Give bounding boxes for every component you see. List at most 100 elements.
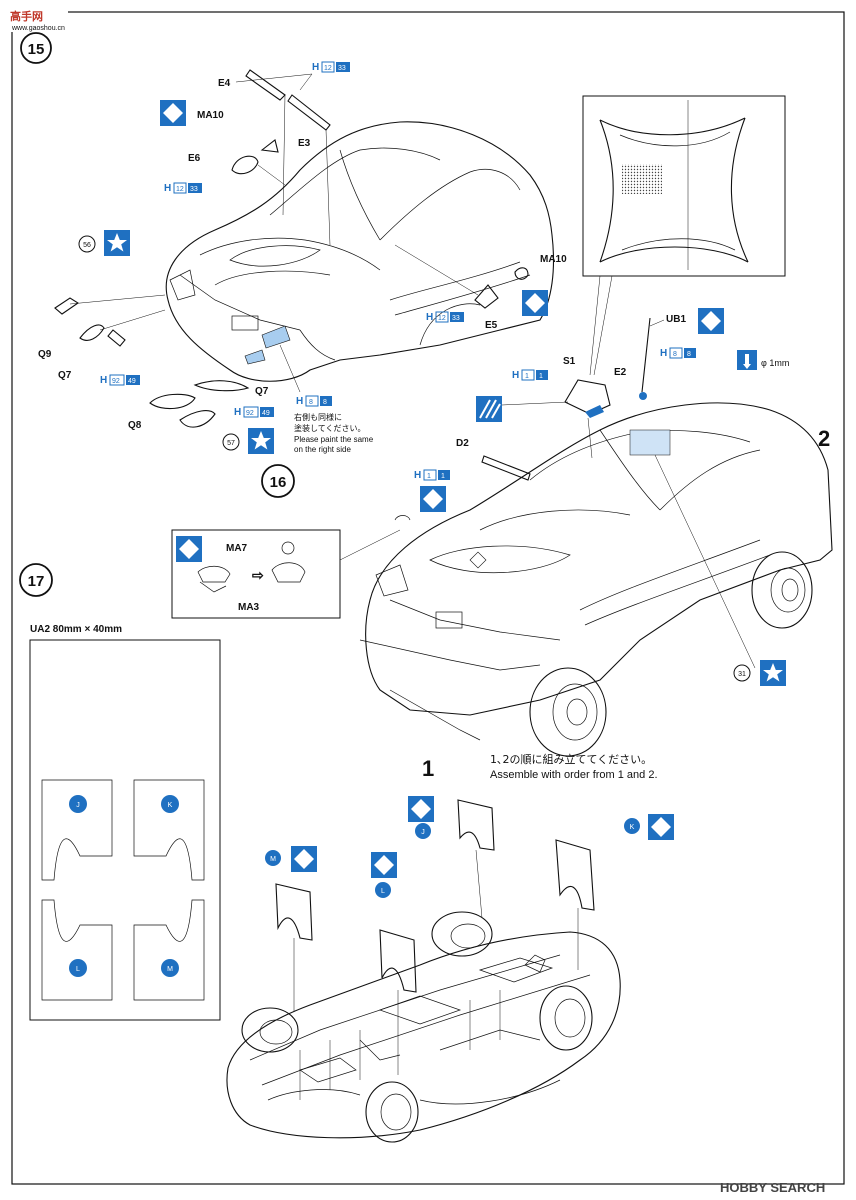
step-17-badge: 17: [19, 563, 53, 597]
svg-text:8: 8: [687, 351, 691, 358]
svg-text:12: 12: [324, 65, 332, 72]
part-E5-shape: [474, 284, 499, 309]
step15-car-body: [165, 121, 554, 382]
decal-L2: L: [375, 882, 391, 898]
order-mark-2: 2: [818, 426, 830, 451]
label-E6: E6: [188, 153, 201, 164]
part-Q7-strip: [193, 380, 250, 392]
badge-diamond-step16-a: [698, 308, 724, 334]
svg-text:H: H: [660, 348, 667, 359]
part-S1-blue: [585, 405, 604, 418]
svg-text:J: J: [421, 829, 425, 836]
label-E4: E4: [218, 78, 231, 89]
svg-text:M: M: [270, 856, 276, 863]
part-UB1-antenna: [641, 317, 651, 393]
svg-text:L: L: [381, 888, 385, 895]
part-Q7-shape-a: [79, 324, 105, 341]
svg-text:H: H: [426, 312, 433, 323]
decal-J: J: [69, 795, 87, 813]
badge-diamond-step15-a: [160, 100, 186, 126]
part-Q9-shape: [54, 297, 80, 315]
step17-wheel-c: [365, 1081, 419, 1143]
svg-text:8: 8: [323, 399, 327, 406]
svg-text:8: 8: [673, 351, 677, 358]
part-S1-scoop: [564, 379, 611, 415]
decal-57: 57: [222, 433, 240, 451]
badge-diamond-inset: [176, 536, 202, 562]
decal-J2: J: [415, 823, 431, 839]
svg-text:16: 16: [270, 474, 287, 491]
note-order-en: Assemble with order from 1 and 2.: [490, 769, 658, 781]
part-D2-wiper: [481, 455, 531, 481]
svg-text:H: H: [296, 396, 303, 407]
part-MA10-b-shape: [514, 267, 529, 280]
svg-text:H: H: [512, 370, 519, 381]
step17-car-underside: [226, 931, 621, 1139]
part-Q7-shape-b: [107, 329, 126, 347]
badge-diamond-step16-b: [420, 486, 446, 512]
label-E5: E5: [485, 320, 498, 331]
roof-detail-box: [582, 95, 786, 277]
step16-wheel-rear: [751, 551, 813, 629]
wiper-parts: [245, 69, 331, 246]
label-S1: S1: [563, 356, 576, 367]
paint-code-h92-49-a: H 92 49: [100, 374, 140, 386]
svg-text:⇨: ⇨: [252, 567, 264, 583]
svg-text:1: 1: [525, 373, 529, 380]
note-paint-right-jp-2: 塗装してください。: [294, 423, 366, 433]
svg-text:H: H: [414, 470, 421, 481]
note-paint-right-en-1: Please paint the same: [294, 435, 374, 444]
svg-text:92: 92: [246, 410, 254, 417]
badge-diamond-step17-m: [291, 846, 317, 872]
label-MA10-a: MA10: [197, 110, 224, 121]
step17-wheel-a: [241, 1007, 299, 1053]
label-E3: E3: [298, 138, 311, 149]
mudflap-K: [555, 839, 595, 911]
paint-code-h8-8-a: H 8 8: [296, 395, 332, 407]
badge-airbrush: [476, 396, 502, 422]
paint-code-h1-1-a: H 1 1: [512, 369, 548, 381]
label-E2: E2: [614, 367, 627, 378]
paint-code-h92-49-b: H 92 49: [234, 406, 274, 418]
badge-diamond-step17-j: [408, 796, 434, 822]
svg-text:33: 33: [190, 186, 198, 193]
label-MA7: MA7: [226, 543, 248, 554]
part-E6-shape: [231, 155, 259, 175]
decal-K2: K: [624, 818, 640, 834]
part-fog-light-blue: [261, 325, 291, 349]
svg-text:1: 1: [441, 473, 445, 480]
badge-diamond-step17-k: [648, 814, 674, 840]
decal-L: L: [69, 959, 87, 977]
label-D2: D2: [456, 438, 469, 449]
svg-text:49: 49: [262, 410, 270, 417]
label-Q7-b: Q7: [255, 386, 269, 397]
label-Q9: Q9: [38, 349, 52, 360]
paint-code-h12-33-c: H 12 33: [426, 311, 464, 323]
svg-text:H: H: [164, 183, 171, 194]
label-Q7-a: Q7: [58, 370, 72, 381]
order-mark-1: 1: [422, 756, 434, 781]
label-MA3: MA3: [238, 602, 260, 613]
page-frame: [11, 11, 845, 1185]
paint-code-h1-1-b: H 1 1: [414, 469, 450, 481]
badge-diamond-step17-l: [371, 852, 397, 878]
step16-wheel-front: [529, 667, 607, 757]
svg-text:92: 92: [112, 378, 120, 385]
watermark-top: 高手网 www.gaoshou.cn: [8, 4, 68, 32]
drill-badge: φ 1mm: [737, 350, 789, 370]
ua2-sheet: [29, 639, 221, 1021]
label-MA10-b: MA10: [540, 254, 567, 265]
label-ua2: UA2 80mm × 40mm: [30, 624, 122, 635]
svg-text:12: 12: [176, 186, 184, 193]
paint-code-h12-33-a: H 12 33: [312, 61, 350, 73]
step-16-badge: 16: [261, 464, 295, 498]
svg-text:33: 33: [452, 315, 460, 322]
badge-star-step16: [760, 660, 786, 686]
label-UB1: UB1: [666, 314, 686, 325]
decal-M: M: [161, 959, 179, 977]
badge-star-step15-b: [248, 428, 274, 454]
note-order-jp: 1､2の順に組み立ててください。: [490, 752, 652, 766]
svg-text:15: 15: [28, 41, 45, 58]
paint-code-h12-33-b: H 12 33: [164, 182, 202, 194]
